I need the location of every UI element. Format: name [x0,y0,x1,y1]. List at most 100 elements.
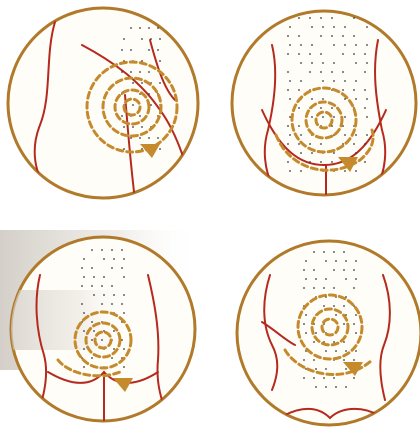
pore-dot [113,348,115,350]
pore-dot [342,89,344,91]
pore-dot [331,17,333,19]
pore-dot [113,330,115,332]
pore-dot [333,62,335,64]
pore-dot [325,350,327,352]
pore-dot [139,71,141,73]
pore-dot [355,170,357,172]
pore-dot [355,134,357,136]
pore-dot [298,125,300,127]
pore-dot [313,359,315,361]
pore-dot [309,143,311,145]
pore-dot [139,27,141,29]
pore-dot [289,44,291,46]
pore-dot [331,35,333,37]
pore-dot [300,44,302,46]
pore-dot [366,134,368,136]
pore-dot [322,116,324,118]
pore-dot [303,269,305,271]
pore-dot [315,368,317,370]
pore-dot [345,368,347,370]
pore-dot [111,249,113,251]
pore-dot [309,161,311,163]
pore-dot [300,62,302,64]
pore-dot [313,377,315,379]
pore-dot [148,71,150,73]
pore-dot [303,377,305,379]
pore-dot [91,357,93,359]
pore-dot [91,285,93,287]
pore-dot [353,35,355,37]
pore-dot [303,359,305,361]
pore-dot [298,35,300,37]
pore-dot [81,303,83,305]
pore-dot [113,294,115,296]
pore-dot [353,377,355,379]
pore-dot [331,71,333,73]
pore-dot [289,134,291,136]
pore-dot [300,134,302,136]
pore-dot [331,161,333,163]
pore-dot [313,287,315,289]
pore-dot [343,269,345,271]
pore-dot [335,314,337,316]
pore-dot [148,49,150,51]
pore-dot [123,126,125,128]
pore-dot [121,303,123,305]
pore-dot [305,260,307,262]
pore-dot [139,137,141,139]
pore-dot [111,357,113,359]
pore-dot [132,126,134,128]
pore-dot [343,251,345,253]
pore-dot [148,27,150,29]
pore-dot [343,359,345,361]
pore-dot [157,27,159,29]
panel-3 [10,237,195,425]
pore-dot [364,71,366,73]
pore-dot [325,260,327,262]
pore-dot [353,287,355,289]
pore-dot [83,348,85,350]
pore-dot [150,38,152,40]
pore-dot [333,80,335,82]
pore-dot [344,134,346,136]
pore-dot [343,305,345,307]
pore-dot [101,285,103,287]
pore-dot [345,260,347,262]
pore-dot [322,62,324,64]
pore-dot [111,285,113,287]
pore-dot [313,269,315,271]
pore-dot [325,278,327,280]
pore-dot [81,285,83,287]
pore-dot [123,348,125,350]
panel-2 [232,11,416,200]
pore-dot [333,152,335,154]
pore-dot [113,258,115,260]
pore-dot [364,53,366,55]
pore-dot [305,278,307,280]
pore-dot [123,276,125,278]
pore-dot [121,71,123,73]
pore-dot [335,350,337,352]
pore-dot [355,62,357,64]
pore-dot [103,258,105,260]
pore-dot [353,143,355,145]
pore-dot [333,44,335,46]
pore-dot [83,330,85,332]
pore-dot [311,26,313,28]
pore-dot [123,366,125,368]
pore-dot [315,278,317,280]
pore-dot [344,170,346,172]
panel-4 [237,241,420,425]
pore-dot [91,267,93,269]
pore-dot [320,143,322,145]
pore-dot [366,62,368,64]
pore-dot [123,38,125,40]
pore-dot [311,44,313,46]
pore-dot [159,82,161,84]
pore-dot [287,161,289,163]
pore-dot [320,53,322,55]
pore-dot [289,26,291,28]
pore-dot [323,251,325,253]
pore-dot [287,143,289,145]
